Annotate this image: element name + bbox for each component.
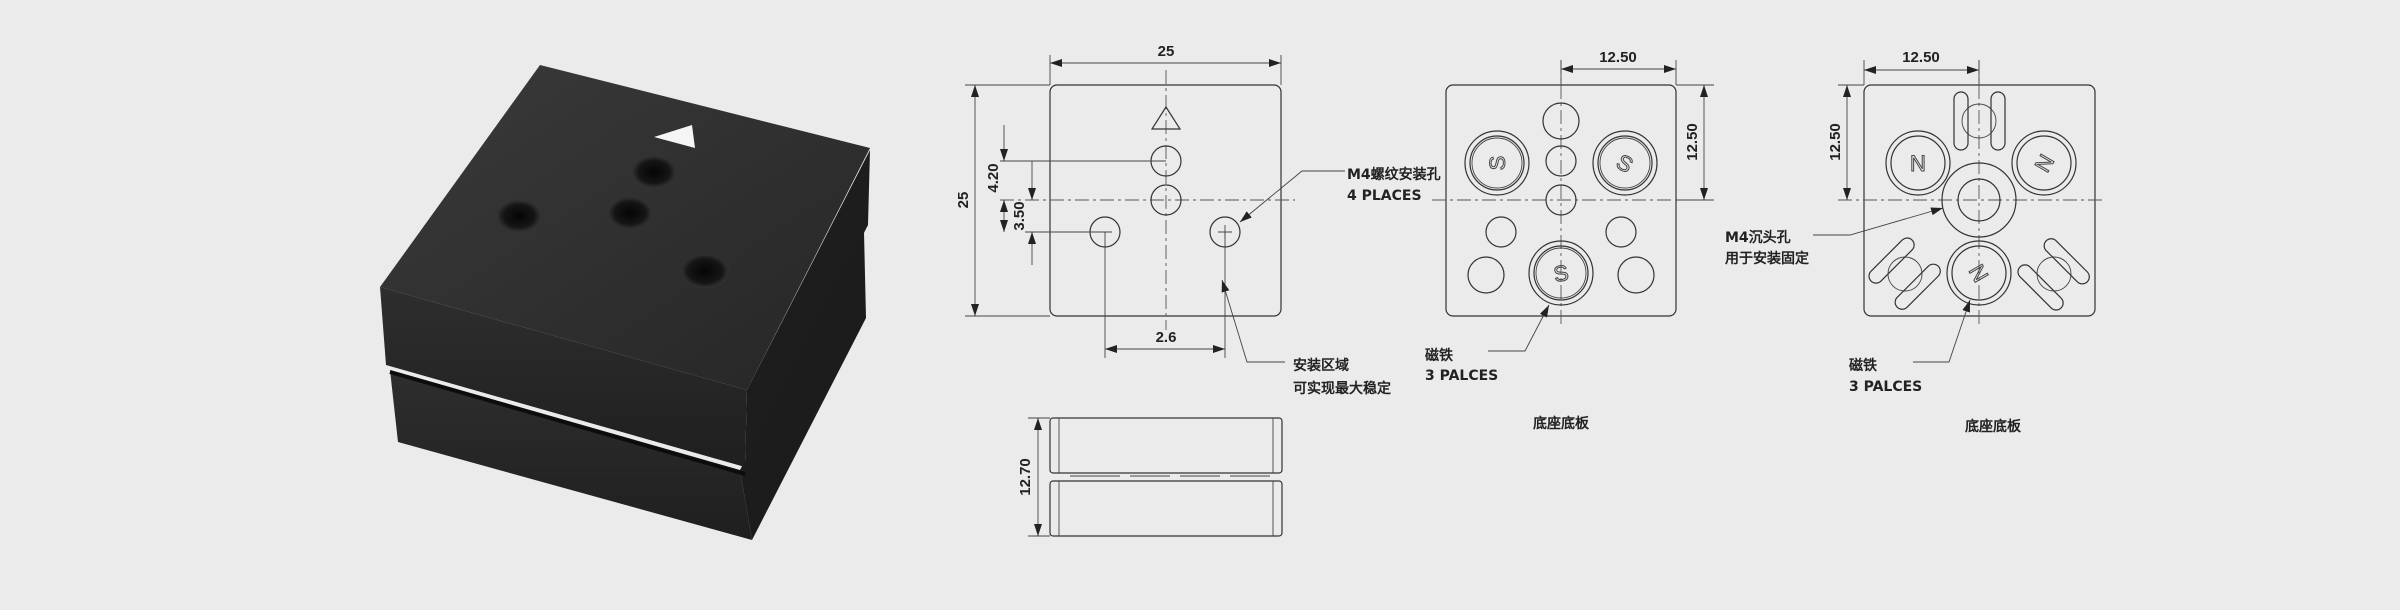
- threaded-hole: [1150, 184, 1182, 216]
- view-title: 底座底板: [1965, 418, 2022, 435]
- dim-h: 12.50: [1599, 49, 1637, 66]
- svg-text:N: N: [1910, 151, 1926, 176]
- svg-text:S: S: [1552, 260, 1571, 287]
- render-threaded-hole: [681, 254, 729, 288]
- plate-outline: [1863, 84, 2096, 317]
- dim-h: 12.50: [1902, 49, 1940, 66]
- magnet-s: S: [1592, 130, 1658, 196]
- base-n-drawing: N N N 12.50 12.50 M4沉头孔 用于安装固定 磁铁 3 PALC…: [1725, 49, 2105, 435]
- side-view-drawing: 12.70: [1017, 417, 1283, 537]
- callout-holes-line2: 4 PLACES: [1347, 188, 1422, 204]
- dim-2-6: 2.6: [1156, 329, 1177, 346]
- top-view-drawing: 25 25 4.20 3.50 2.6 M4螺纹安装孔 4 PLACES 安装区…: [955, 43, 1441, 397]
- dim-4-20: 4.20: [985, 163, 1002, 192]
- callout-magnet-line2: 3 PALCES: [1849, 379, 1922, 395]
- svg-text:N: N: [1964, 260, 1994, 286]
- magnet-s: S: [1528, 240, 1594, 306]
- render-groove: [389, 370, 746, 476]
- callout-holes-line1: M4螺纹安装孔: [1347, 166, 1441, 183]
- render-bottom-right-face: [740, 232, 866, 540]
- svg-text:N: N: [2030, 150, 2060, 176]
- render-top-front-face: [380, 287, 747, 467]
- render-triangle-marker-icon: [654, 125, 695, 148]
- callout-countersink-line1: M4沉头孔: [1725, 229, 1791, 246]
- callout-countersink-line2: 用于安装固定: [1725, 250, 1809, 267]
- pin-slot-group: [1868, 237, 1941, 310]
- dim-3-50: 3.50: [1011, 201, 1028, 230]
- callout-magnet-line1: 磁铁: [1425, 347, 1453, 364]
- callout-magnet-line2: 3 PALCES: [1425, 368, 1498, 384]
- svg-text:S: S: [1612, 149, 1637, 178]
- dim-height: 25: [955, 192, 972, 209]
- plate-outline: [1049, 84, 1282, 317]
- dim-side-height: 12.70: [1017, 458, 1034, 496]
- pin-slot-group: [1953, 91, 2006, 151]
- dim-v: 12.50: [1684, 123, 1701, 161]
- svg-text:S: S: [1485, 156, 1510, 171]
- countersunk-hole: [1941, 162, 2017, 238]
- dim-v: 12.50: [1827, 123, 1844, 161]
- callout-area-line1: 安装区域: [1293, 357, 1349, 374]
- render-threaded-hole: [497, 200, 541, 232]
- magnet-n: N: [2011, 130, 2077, 196]
- lower-plate: [1049, 480, 1283, 537]
- magnet-s: S: [1464, 130, 1530, 196]
- base-s-drawing: S S S 12.50 12.50 磁铁 3 PALCES 底座底板: [1425, 49, 1714, 432]
- product-render: [380, 65, 870, 540]
- pin-slot-group: [2017, 238, 2090, 311]
- view-title: 底座底板: [1533, 415, 1590, 432]
- dim-width: 25: [1158, 43, 1175, 60]
- triangle-marker-icon: [1150, 105, 1182, 130]
- upper-plate: [1049, 417, 1283, 474]
- render-top-right-face: [745, 150, 870, 467]
- magnet-n: N: [1885, 130, 1951, 196]
- callout-area-line2: 可实现最大稳定: [1293, 380, 1391, 397]
- render-bottom-front-face: [390, 370, 752, 540]
- render-threaded-hole: [632, 156, 676, 188]
- render-threaded-hole: [608, 197, 652, 229]
- callout-magnet-line1: 磁铁: [1849, 357, 1877, 374]
